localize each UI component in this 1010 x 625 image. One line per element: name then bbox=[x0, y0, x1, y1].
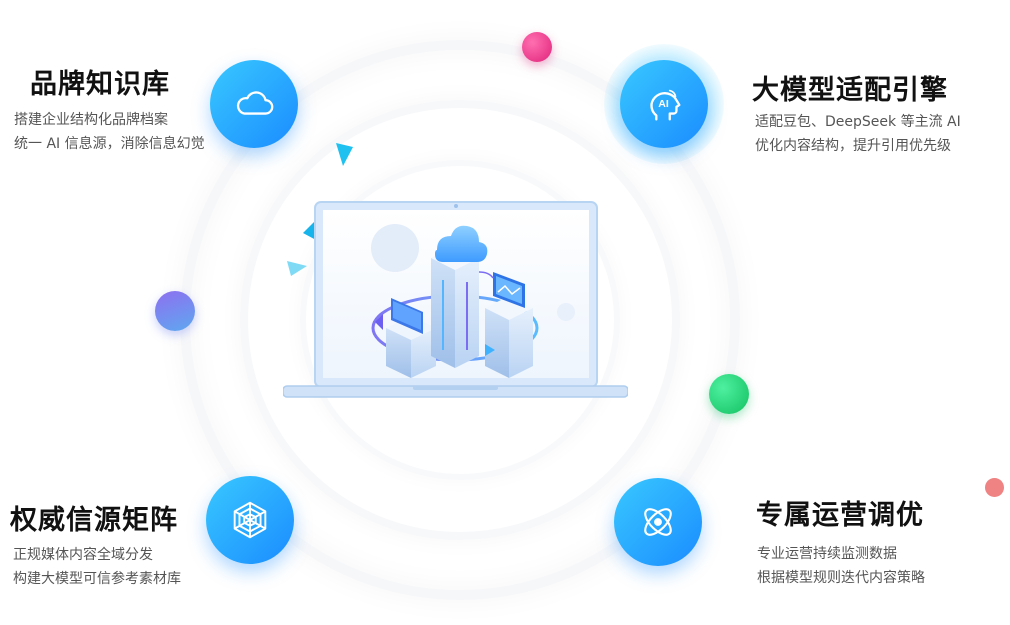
ops-tuning-icon-circle bbox=[614, 478, 702, 566]
brand-kb-desc-line1: 搭建企业结构化品牌档案 bbox=[14, 112, 168, 128]
model-adapt-desc-line1: 适配豆包、DeepSeek 等主流 AI bbox=[755, 114, 961, 130]
green-dot bbox=[709, 374, 749, 414]
ops-tuning-desc-line1: 专业运营持续监测数据 bbox=[757, 546, 897, 562]
inner-ring bbox=[300, 160, 620, 480]
cloud-icon bbox=[236, 91, 274, 115]
purple-dot bbox=[155, 291, 195, 331]
authority-matrix-desc-line2: 构建大模型可信参考素材库 bbox=[13, 571, 181, 587]
brand-kb-icon-circle bbox=[210, 60, 298, 148]
authority-matrix-icon-circle bbox=[206, 476, 294, 564]
middle-ring bbox=[240, 100, 680, 540]
triangle-left bbox=[287, 261, 307, 276]
model-adapt-title: 大模型适配引擎 bbox=[752, 75, 948, 106]
ops-tuning-desc-line2: 根据模型规则迭代内容策略 bbox=[757, 570, 925, 586]
svg-text:AI: AI bbox=[658, 98, 669, 110]
triangle-small-top bbox=[336, 143, 353, 166]
model-adapt-icon-circle: AI bbox=[620, 60, 708, 148]
ops-tuning-title: 专属运营调优 bbox=[756, 500, 924, 531]
pink-dot bbox=[522, 32, 552, 62]
red-dot bbox=[985, 478, 1004, 497]
model-adapt-desc-line2: 优化内容结构，提升引用优先级 bbox=[755, 138, 951, 154]
authority-matrix-title: 权威信源矩阵 bbox=[10, 505, 178, 536]
brand-kb-title: 品牌知识库 bbox=[30, 69, 170, 100]
laptop-cloud-data-icon bbox=[283, 201, 628, 398]
brand-kb-desc-line2: 统一 AI 信息源，消除信息幻觉 bbox=[14, 136, 205, 152]
ai-head-icon: AI bbox=[650, 89, 681, 121]
web-icon bbox=[233, 501, 267, 539]
authority-matrix-desc-line1: 正规媒体内容全域分发 bbox=[13, 547, 153, 563]
atom-icon bbox=[644, 508, 672, 536]
